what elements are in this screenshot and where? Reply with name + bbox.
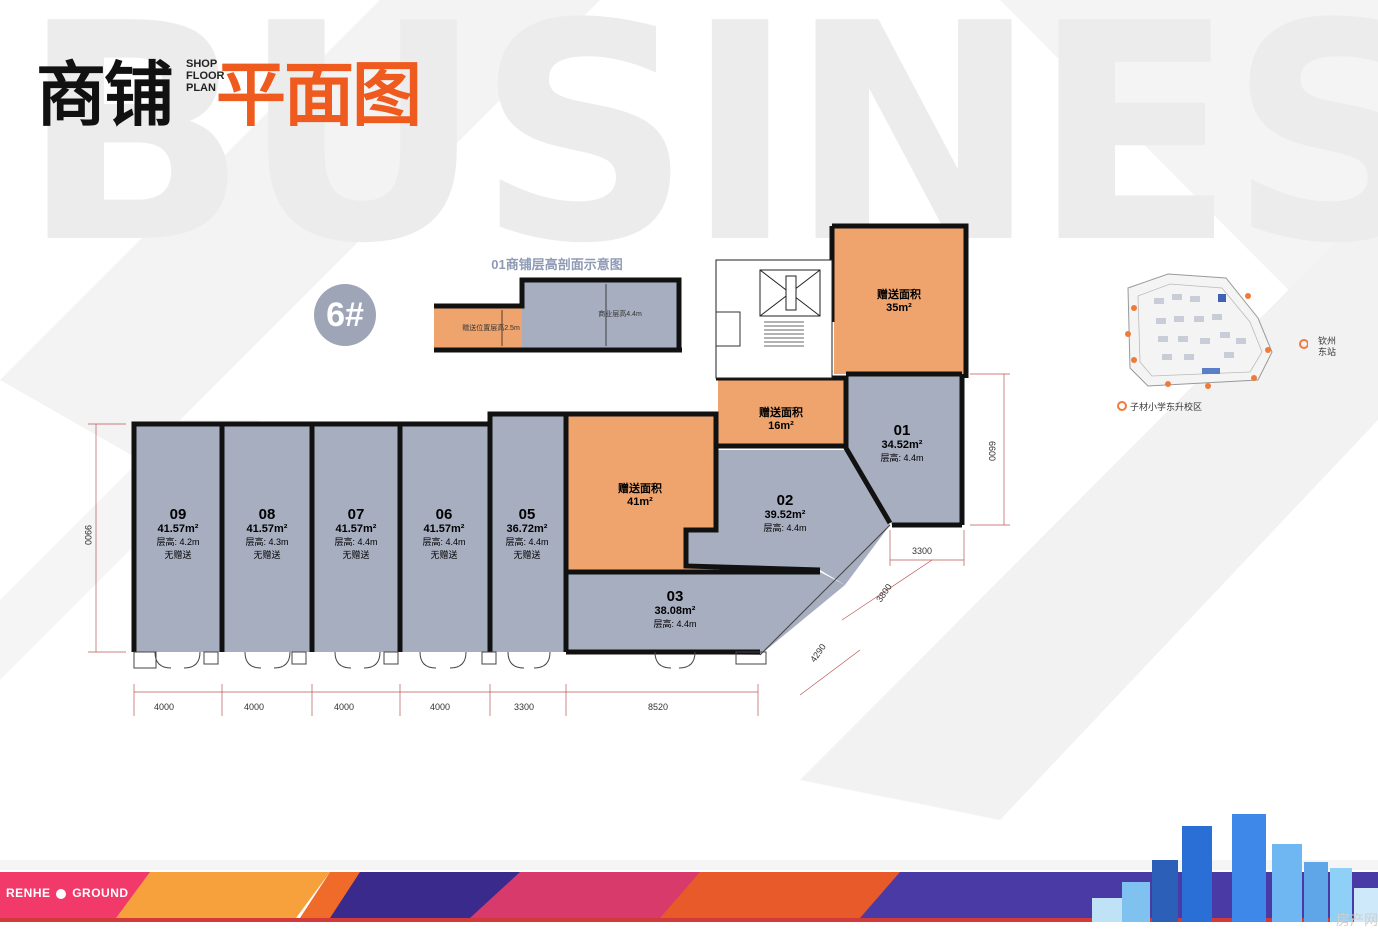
building-badge: 6# xyxy=(314,284,376,346)
background-word: BUSINESS xyxy=(20,0,1378,300)
section-gift-area xyxy=(434,306,522,348)
brand-left: RENHE xyxy=(6,886,51,900)
map-station-line: 东站 xyxy=(1318,347,1337,357)
watermark: 房产网 xyxy=(1336,912,1378,928)
shop-07: 07 41.57m² 层高: 4.4m 无赠送 xyxy=(312,506,400,561)
shop-note: 无赠送 xyxy=(164,550,192,560)
dim-label: 4000 xyxy=(244,702,265,712)
shop-note: 无赠送 xyxy=(342,550,370,560)
shop-area: 41.57m² xyxy=(157,523,199,535)
shop-03: 03 38.08m² 层高: 4.4m xyxy=(620,588,730,630)
gift-label: 赠送面积 xyxy=(877,289,921,301)
title-en-line: PLAN xyxy=(186,82,216,94)
section-diagram xyxy=(434,277,682,353)
shop-01: 01 34.52m² 层高: 4.4m xyxy=(850,422,954,464)
map-school: 子材小学东升校区 xyxy=(1130,402,1203,412)
map-station-line: 钦州 xyxy=(1318,336,1337,346)
shop-id: 08 xyxy=(258,506,276,523)
shop-height: 层高: 4.4m xyxy=(505,537,549,547)
shop-area: 39.52m² xyxy=(764,509,806,521)
gift-16-area xyxy=(718,380,844,446)
gift-41: 赠送面积 41m² xyxy=(580,480,700,508)
gift-label: 赠送面积 xyxy=(618,483,662,495)
title-en-line: FLOOR xyxy=(186,70,225,82)
dim-label: 8520 xyxy=(648,702,669,712)
shop-height: 层高: 4.3m xyxy=(245,537,289,547)
gift-area: 41m² xyxy=(627,496,653,508)
shop-height: 层高: 4.4m xyxy=(334,537,378,547)
shop-08: 08 41.57m² 层高: 4.3m 无赠送 xyxy=(222,506,312,561)
shop-area: 41.57m² xyxy=(335,523,377,535)
shop-id: 09 xyxy=(169,506,187,523)
dim-right-bottom: 3300 xyxy=(912,546,933,556)
shop-06-area xyxy=(400,426,488,652)
play-icon xyxy=(56,888,67,899)
shop-id: 03 xyxy=(666,588,684,605)
title-en: SHOP FLOOR PLAN xyxy=(186,58,225,94)
shop-height: 层高: 4.4m xyxy=(653,619,697,629)
shop-08-area xyxy=(222,426,312,652)
site-map xyxy=(1117,273,1308,411)
dim-right: 6600 xyxy=(987,440,998,462)
shop-02-area xyxy=(686,450,890,585)
shop-06: 06 41.57m² 层高: 4.4m 无赠送 xyxy=(400,506,488,561)
gift-35: 赠送面积 35m² xyxy=(840,286,958,314)
shop-id: 05 xyxy=(518,506,536,523)
shop-note: 无赠送 xyxy=(430,550,458,560)
shop-id: 02 xyxy=(776,492,794,509)
shop-id: 01 xyxy=(893,422,911,439)
shop-id: 07 xyxy=(347,506,365,523)
shop-09-area xyxy=(134,426,222,652)
brand-right: GROUND xyxy=(72,886,129,900)
shop-02: 02 39.52m² 层高: 4.4m xyxy=(730,492,840,534)
shop-height: 层高: 4.4m xyxy=(422,537,466,547)
gift-area: 35m² xyxy=(886,302,912,314)
shop-height: 层高: 4.4m xyxy=(763,523,807,533)
dim-label: 4000 xyxy=(430,702,451,712)
brand-logo: RENHE GROUND xyxy=(6,886,129,900)
dim-label: 3300 xyxy=(514,702,535,712)
shop-05: 05 36.72m² 层高: 4.4m 无赠送 xyxy=(490,506,564,561)
shop-05-area xyxy=(490,414,564,652)
shop-03-area xyxy=(566,572,845,655)
title-floor-plan: 平面图 xyxy=(216,54,422,136)
shop-height: 层高: 4.4m xyxy=(880,453,924,463)
title-en-line: SHOP xyxy=(186,58,218,70)
dim-label: 4000 xyxy=(154,702,175,712)
dim-left: 9900 xyxy=(83,524,94,546)
shop-area: 34.52m² xyxy=(881,439,923,451)
section-left-label: 赠送位置层高2.5m xyxy=(462,325,520,332)
shop-area: 36.72m² xyxy=(506,523,548,535)
shop-note: 无赠送 xyxy=(253,550,281,560)
title-shop: 商铺 xyxy=(36,54,174,136)
dim-label: 4000 xyxy=(334,702,355,712)
gift-16: 赠送面积 16m² xyxy=(722,404,840,432)
shop-height: 层高: 4.2m xyxy=(156,537,200,547)
city-skyline-icon xyxy=(1092,814,1378,922)
section-shop-area xyxy=(522,280,679,348)
gift-35-area xyxy=(834,226,964,374)
map-station: 钦州 东站 xyxy=(1318,336,1336,358)
shop-area: 41.57m² xyxy=(246,523,288,535)
shop-07-area xyxy=(312,426,400,652)
shop-note: 无赠送 xyxy=(513,550,541,560)
gift-label: 赠送面积 xyxy=(759,407,803,419)
shop-01-area xyxy=(846,376,962,525)
section-title: 01商铺层高剖面示意图 xyxy=(491,257,623,272)
shop-09: 09 41.57m² 层高: 4.2m 无赠送 xyxy=(134,506,222,561)
shop-area: 38.08m² xyxy=(654,605,696,617)
shop-area: 41.57m² xyxy=(423,523,465,535)
section-right-label: 商业层高4.4m xyxy=(598,311,642,318)
shop-id: 06 xyxy=(435,506,453,523)
gift-area: 16m² xyxy=(768,420,794,432)
